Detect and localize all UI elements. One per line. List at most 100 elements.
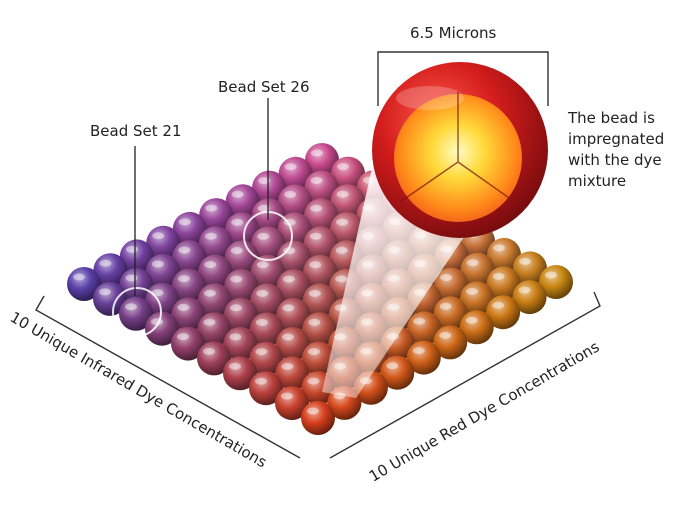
bead xyxy=(67,267,101,301)
bead-highlight xyxy=(205,204,218,212)
bead xyxy=(330,184,365,219)
bead xyxy=(380,355,415,390)
bead xyxy=(250,283,285,318)
bead-highlight xyxy=(256,261,269,269)
bead xyxy=(301,401,335,435)
bead xyxy=(301,341,336,376)
bead-description-line: with the dye xyxy=(568,151,662,169)
bead-highlight xyxy=(466,287,479,295)
bead xyxy=(433,325,468,360)
bead xyxy=(145,282,180,317)
bead-highlight xyxy=(231,218,244,226)
bead xyxy=(486,295,521,330)
bead-highlight xyxy=(284,190,297,198)
bead-highlight xyxy=(518,286,531,294)
bead-highlight xyxy=(282,275,295,283)
bead xyxy=(171,326,205,361)
bead xyxy=(250,254,285,289)
bead-highlight xyxy=(412,347,425,355)
bead-highlight xyxy=(337,163,349,171)
bead xyxy=(512,280,547,315)
bead xyxy=(276,297,311,332)
bead-highlight xyxy=(386,362,399,370)
bead-highlight xyxy=(152,232,165,240)
bead-highlight xyxy=(258,177,271,185)
bead xyxy=(278,156,313,191)
bead-highlight xyxy=(229,362,241,370)
bead xyxy=(119,239,154,274)
bead-highlight xyxy=(257,204,270,212)
bead-highlight xyxy=(281,392,293,400)
bead xyxy=(407,311,442,346)
bead xyxy=(197,283,232,318)
bead-highlight xyxy=(308,289,321,297)
bead-description-line: mixture xyxy=(568,172,627,190)
bead-highlight xyxy=(281,362,294,370)
bead xyxy=(93,253,128,288)
bead xyxy=(487,237,521,272)
bead-highlight xyxy=(229,304,242,312)
bead-highlight xyxy=(466,259,479,267)
bead-size-bracket xyxy=(377,51,549,106)
bead xyxy=(198,254,233,289)
bead xyxy=(277,240,312,275)
bead-highlight xyxy=(255,318,268,326)
bead-highlight xyxy=(230,247,243,254)
magnified-bead-shine xyxy=(396,86,464,110)
bead-highlight xyxy=(151,260,164,268)
bead-highlight xyxy=(492,301,505,309)
bead xyxy=(460,252,495,287)
bead xyxy=(459,310,494,345)
bead-description: The bead is impregnated with the dye mix… xyxy=(568,108,664,192)
bead-highlight xyxy=(204,232,217,240)
bead-highlight xyxy=(413,317,426,325)
magnified-bead-cut-lines xyxy=(399,92,513,203)
bead-description-line: impregnated xyxy=(568,130,665,148)
bead-highlight xyxy=(308,318,321,326)
bead xyxy=(223,297,258,332)
bead xyxy=(275,386,309,421)
bead xyxy=(224,269,259,303)
bead xyxy=(513,251,547,286)
bead xyxy=(331,156,365,191)
red-axis-bracket xyxy=(329,291,601,459)
bead xyxy=(460,281,495,316)
bead xyxy=(145,311,179,346)
infrared-axis-bracket xyxy=(35,295,301,459)
bead-highlight xyxy=(231,190,244,198)
bead-highlight xyxy=(310,177,323,184)
bead xyxy=(197,312,232,347)
bead xyxy=(249,312,284,347)
bead xyxy=(275,327,310,361)
bead-highlight xyxy=(335,275,348,283)
bead-highlight xyxy=(203,318,216,326)
bead-size-label: 6.5 Microns xyxy=(410,24,497,42)
bead-highlight xyxy=(73,273,85,281)
bead xyxy=(223,326,258,361)
bead-highlight xyxy=(492,272,505,280)
bead xyxy=(434,267,469,302)
bead xyxy=(171,297,206,332)
bead-highlight xyxy=(309,261,322,269)
bead xyxy=(305,143,339,177)
bead-highlight xyxy=(307,377,320,385)
bead-highlight xyxy=(177,333,189,341)
bead-highlight xyxy=(309,232,322,240)
bead-highlight xyxy=(229,333,242,341)
bead-highlight xyxy=(284,163,297,171)
bead xyxy=(223,356,257,391)
overlay xyxy=(35,51,601,459)
bead xyxy=(330,212,365,247)
bead xyxy=(304,198,339,233)
bead xyxy=(172,211,207,246)
bead-highlight xyxy=(125,245,138,253)
bead xyxy=(303,254,338,289)
bead xyxy=(224,240,259,275)
bead xyxy=(278,184,313,219)
bead xyxy=(197,341,231,376)
bead-highlight xyxy=(439,302,452,310)
bead-highlight xyxy=(336,190,349,198)
bead-highlight xyxy=(255,377,267,385)
bead xyxy=(119,268,154,302)
bead-highlight xyxy=(307,407,319,415)
